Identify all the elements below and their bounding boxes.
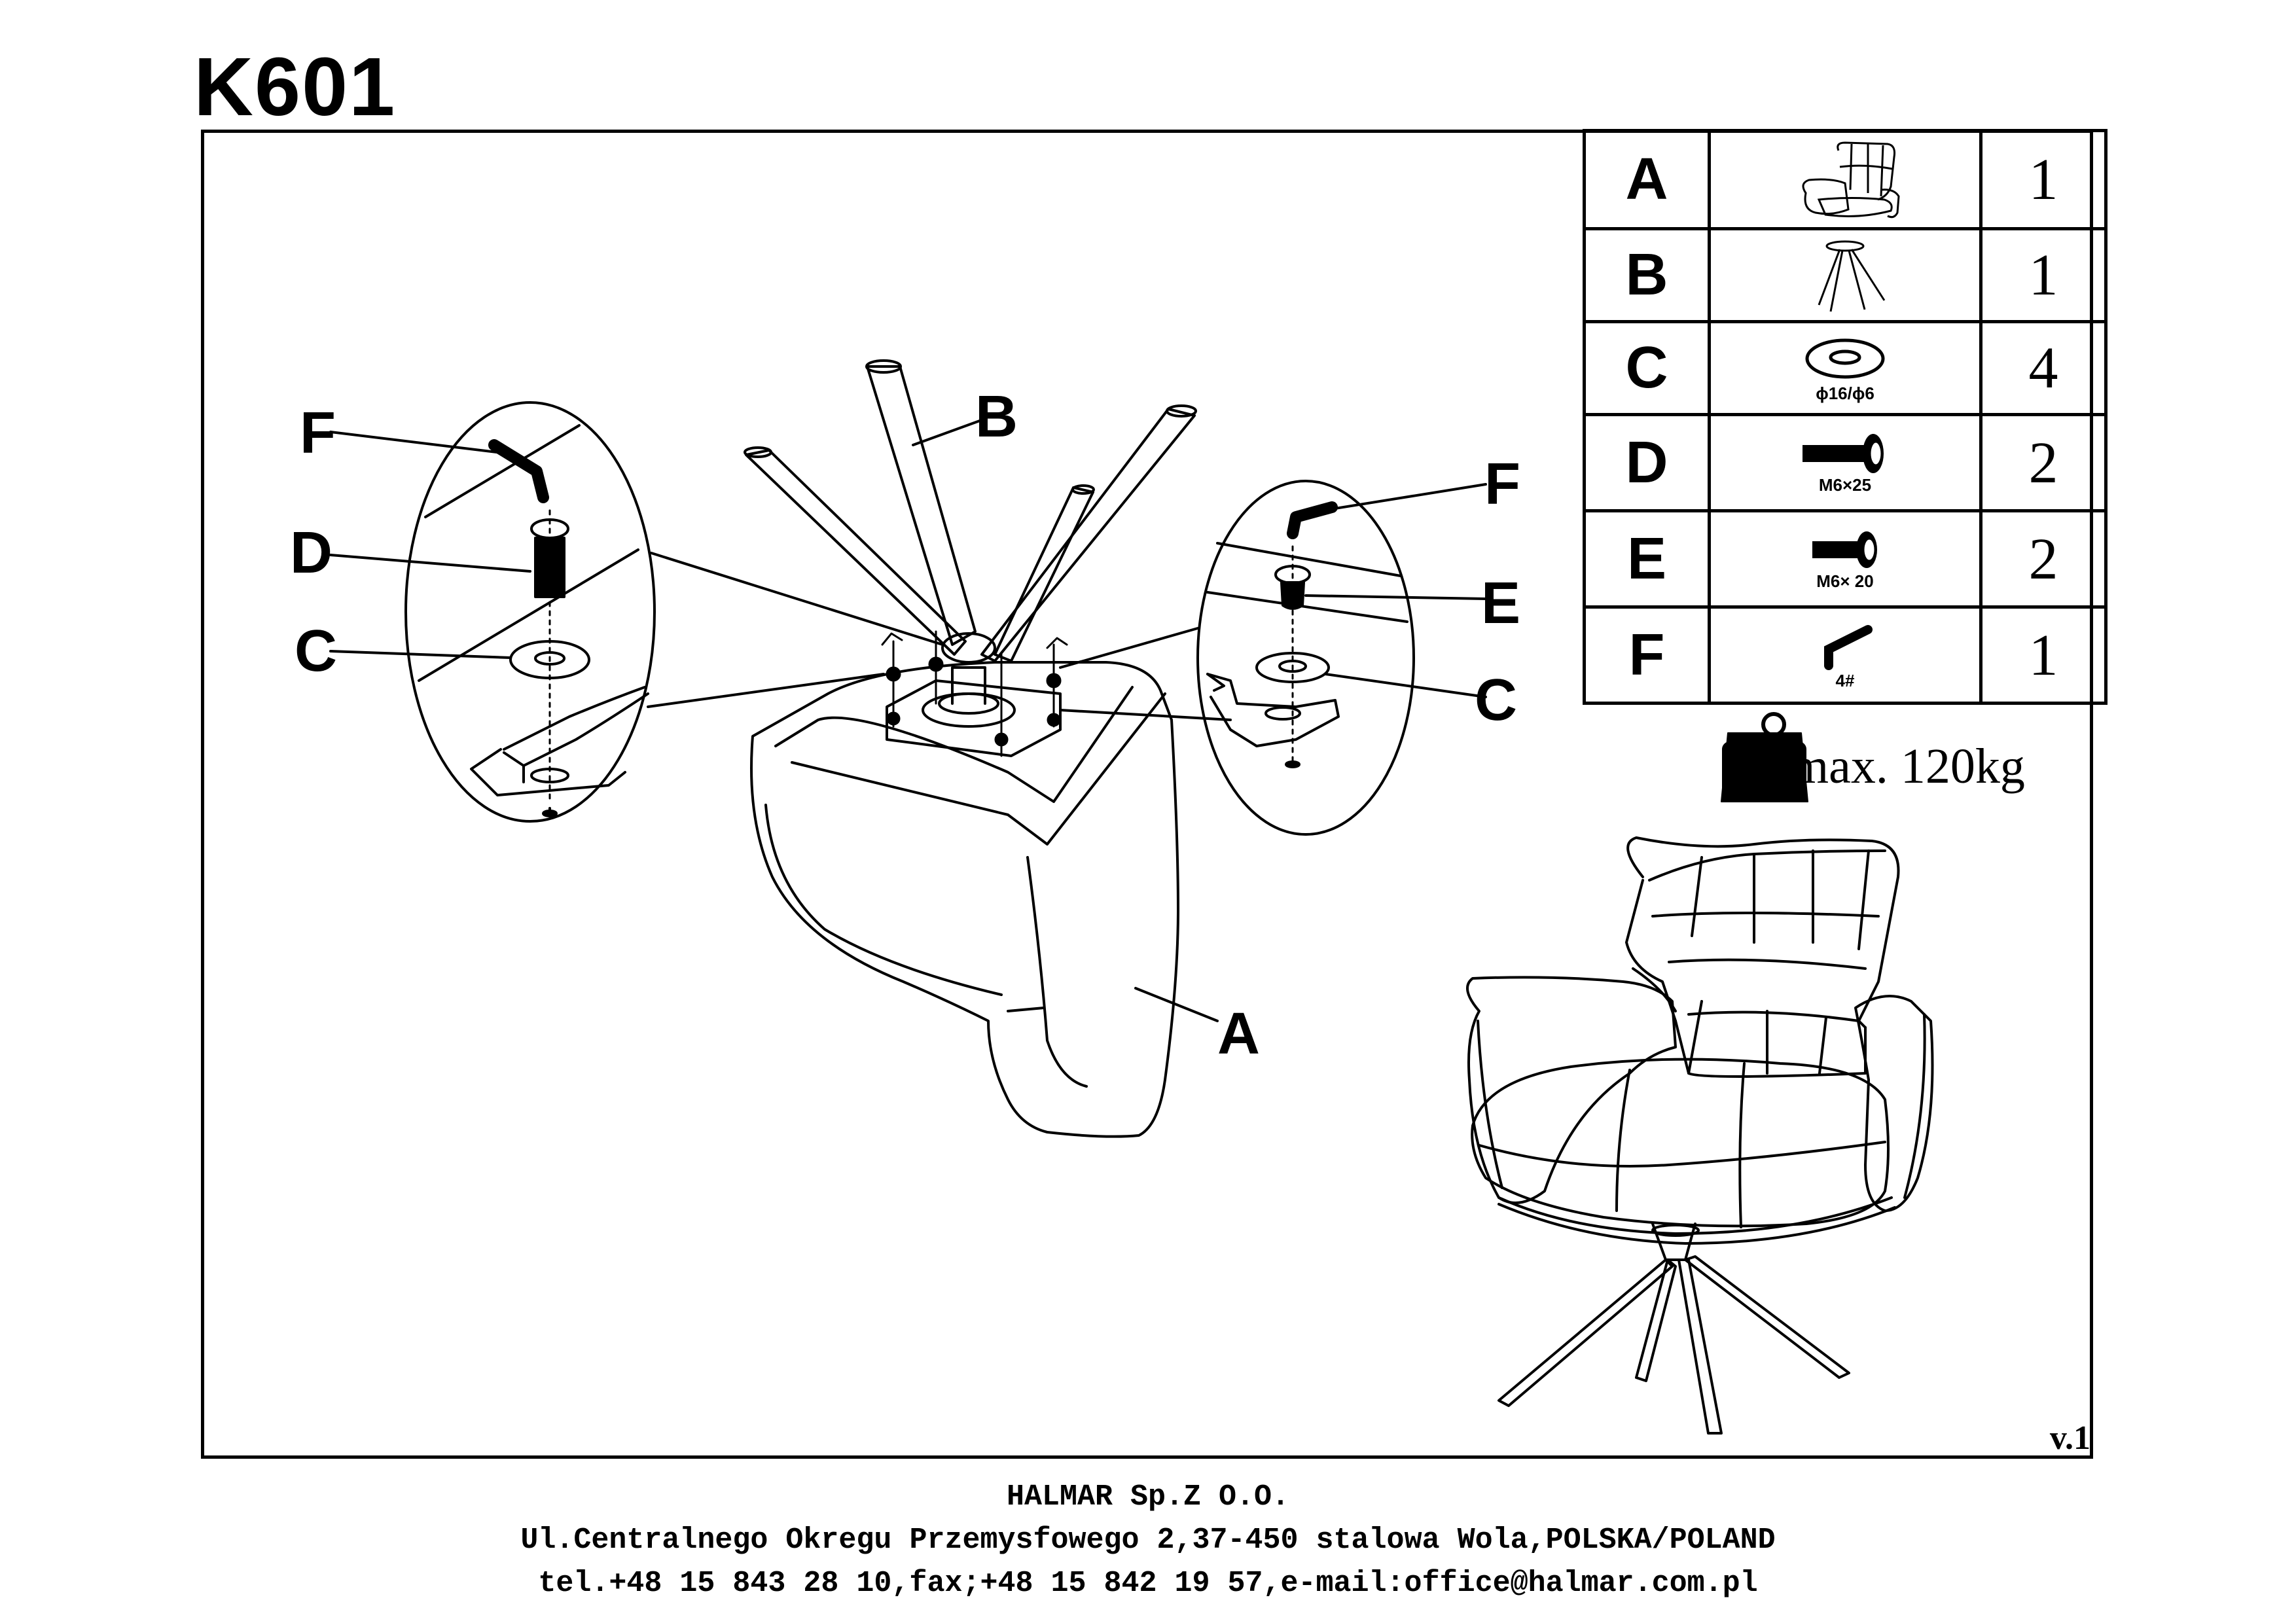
part-picture-cell: 4# <box>1708 605 1982 705</box>
parts-row-c: C ϕ16/ϕ6 4 <box>1583 320 2108 416</box>
footer-contact: tel.+48 15 843 28 10,fax;+48 15 842 19 5… <box>538 1567 1758 1600</box>
bolt-m6x25-icon <box>1803 433 1884 473</box>
left-leaders <box>329 431 944 708</box>
part-spec: M6×25 <box>1818 474 1872 495</box>
part-spec: M6× 20 <box>1816 571 1874 591</box>
part-picture-cell <box>1708 129 1982 230</box>
part-letter: A <box>1583 129 1711 230</box>
washer-icon <box>1805 338 1885 379</box>
part-picture-cell: ϕ16/ϕ6 <box>1708 320 1982 416</box>
left-detail-view <box>404 401 656 823</box>
chair-thumbnail-icon <box>1802 141 1900 218</box>
footer-company: HALMAR Sp.Z O.O. <box>1006 1480 1290 1514</box>
part-letter: E <box>1583 509 1711 609</box>
version-label: v.1 <box>2049 1419 2090 1457</box>
right-detail-view <box>1196 480 1415 836</box>
parts-row-b: B 1 <box>1583 227 2108 323</box>
callout-left-f: F <box>300 401 336 466</box>
part-letter: B <box>1583 227 1711 323</box>
assembled-chair <box>1466 836 1934 1435</box>
star-legs-icon <box>1818 240 1886 312</box>
part-letter: C <box>1583 320 1711 416</box>
part-qty: 2 <box>1979 509 2108 609</box>
callout-left-c: C <box>295 618 337 684</box>
callout-right-e: E <box>1481 571 1521 636</box>
max-load-label: max. 120kg <box>1790 739 2025 794</box>
part-qty: 1 <box>1979 227 2108 323</box>
part-qty: 1 <box>1979 129 2108 230</box>
callout-right-f: F <box>1484 452 1520 517</box>
allen-key-icon <box>1824 624 1873 670</box>
bolt-m6x20-icon <box>1812 531 1877 568</box>
footer-address: Ul.Centralnego Okregu Przemysfowego 2,37… <box>520 1524 1776 1557</box>
part-picture-cell <box>1708 227 1982 323</box>
part-picture-cell: M6× 20 <box>1708 509 1982 609</box>
part-spec: 4# <box>1835 670 1855 690</box>
part-letter: D <box>1583 413 1711 512</box>
part-picture-cell: M6×25 <box>1708 413 1982 512</box>
weight-icon <box>1721 712 1808 802</box>
part-spec: ϕ16/ϕ6 <box>1816 383 1874 403</box>
parts-row-d: D M6×25 2 <box>1583 413 2108 512</box>
part-qty: 1 <box>1979 605 2108 705</box>
parts-table: A 1 B 1 C ϕ16/ϕ6 <box>1583 129 2108 705</box>
model-title: K601 <box>194 41 397 133</box>
callout-left-d: D <box>290 520 332 586</box>
parts-row-a: A 1 <box>1583 129 2108 230</box>
callout-b: B <box>975 384 1018 450</box>
part-qty: 2 <box>1979 413 2108 512</box>
diagram-frame <box>201 130 2093 1459</box>
part-qty: 4 <box>1979 320 2108 416</box>
plate-bolts <box>881 630 1068 757</box>
seat-shell-a <box>750 661 1179 1138</box>
callout-a: A <box>1217 1001 1260 1067</box>
star-legs-b <box>744 359 1197 662</box>
callout-right-c: C <box>1475 668 1517 733</box>
part-letter: F <box>1583 605 1711 705</box>
parts-row-f: F 4# 1 <box>1583 605 2108 705</box>
parts-row-e: E M6× 20 2 <box>1583 509 2108 609</box>
swivel-plate <box>886 632 1062 757</box>
right-leaders <box>1059 483 1487 721</box>
company-footer: HALMAR Sp.Z O.O. Ul.Centralnego Okregu P… <box>0 1476 2296 1605</box>
